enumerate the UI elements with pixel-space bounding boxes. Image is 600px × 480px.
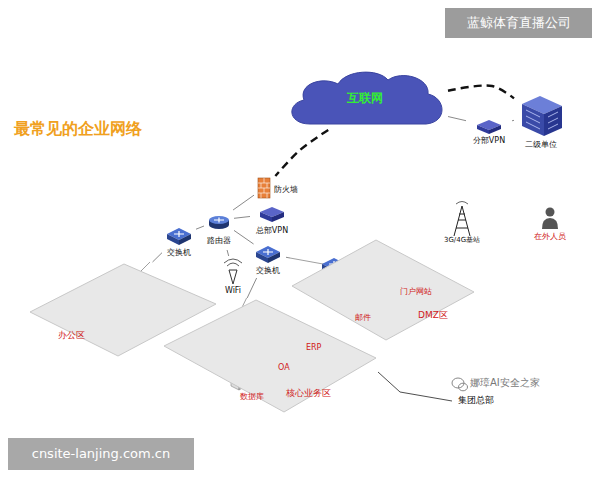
vpn-icon: [477, 120, 501, 134]
wifi: WiFi: [218, 256, 248, 296]
network-link: [286, 257, 290, 259]
person-icon: [542, 208, 558, 230]
vpn-device: 总部VPN: [250, 204, 294, 238]
network-link: [196, 226, 204, 229]
network-link: [275, 130, 328, 176]
node-label: 二级单位: [514, 140, 568, 149]
banner-bg: [8, 438, 194, 470]
watermark: 娜璋AI安全之家: [470, 377, 540, 389]
banner-bg: [445, 8, 592, 38]
network-link: [448, 86, 514, 99]
node-label: 交换机: [250, 266, 286, 275]
building-icon: [522, 96, 562, 136]
server: 门户网站: [380, 268, 436, 298]
node-label: 防火墙: [274, 185, 298, 194]
network-link: [247, 278, 256, 298]
zone-shape: [290, 238, 476, 342]
core-zone: 核心业务区 ERP OA 数据库: [162, 298, 378, 414]
node-label: 交换机: [162, 248, 196, 257]
network-link: [153, 253, 162, 262]
server: 数据库: [226, 366, 274, 404]
router-icon: [209, 216, 229, 229]
firewall: 防火墙: [254, 176, 304, 202]
network-link: [227, 250, 229, 256]
node-label: 数据库: [240, 392, 264, 401]
vpn-icon: [260, 207, 284, 222]
switch-icon: [256, 246, 280, 263]
node-label: 3G/4G基站: [436, 236, 488, 244]
node-label: 办公区: [58, 330, 85, 340]
node-label: 互联网: [282, 92, 448, 106]
site-url: cnsite-lanjing.com.cn: [8, 438, 194, 470]
switch: 交换机: [162, 226, 196, 260]
network-link: [448, 117, 466, 121]
dmz-zone: DMZ区 邮件 门户网站: [290, 238, 476, 342]
node-label: ERP: [306, 343, 321, 352]
node-label: 邮件: [350, 313, 376, 322]
leader-line: [378, 372, 452, 401]
firewall-icon: [258, 178, 270, 198]
zone-shape: [162, 298, 378, 414]
wechat-icon: [452, 378, 468, 391]
switch: 交换机: [250, 244, 286, 278]
network-link: [234, 230, 254, 244]
network-link: [233, 195, 254, 210]
switch-icon: [167, 228, 191, 245]
remote-user: 在外人员: [528, 204, 572, 244]
company-banner: 蓝鲸体育直播公司: [445, 8, 592, 38]
vpn-device: 分部VPN: [466, 116, 512, 148]
network-link: [512, 120, 514, 121]
server: 邮件: [350, 284, 376, 324]
node-label: 在外人员: [528, 232, 572, 241]
branch-unit: 二级单位: [514, 92, 568, 154]
server: OA: [258, 346, 298, 376]
node-label: OA: [278, 363, 290, 372]
router: 路由器: [204, 210, 234, 250]
node-label: 核心业务区: [286, 388, 331, 398]
node-label: 总部VPN: [250, 226, 294, 235]
network-link: [234, 216, 250, 218]
tower-icon: [454, 202, 470, 237]
cloud: 互联网: [282, 68, 448, 130]
diagram-title: 最常见的企业网络: [14, 120, 142, 138]
node-label: 门户网站: [400, 287, 432, 296]
node-label: 路由器: [204, 236, 234, 245]
node-label: WiFi: [218, 286, 248, 295]
node-label: 分部VPN: [466, 136, 512, 145]
group-hq-label: 集团总部: [458, 395, 494, 405]
wifi-antenna: [224, 259, 242, 284]
base-station: 3G/4G基站: [436, 198, 488, 248]
node-label: DMZ区: [418, 310, 448, 320]
server: ERP: [286, 326, 332, 356]
